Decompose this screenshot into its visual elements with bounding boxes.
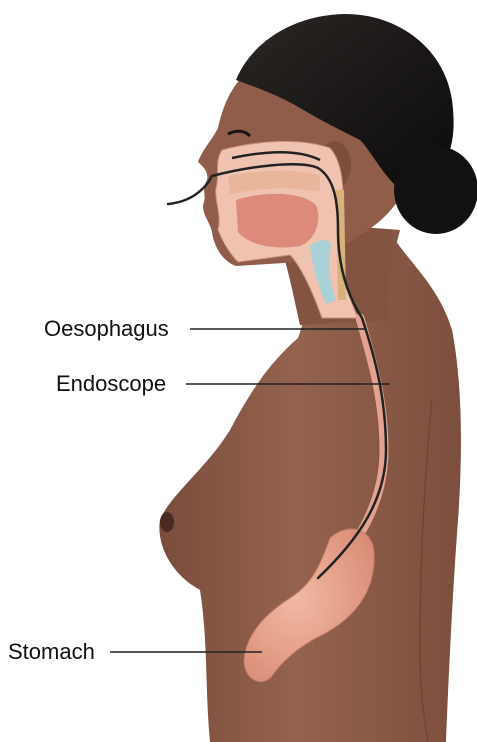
oesophagus-label: Oesophagus	[44, 318, 169, 340]
endoscope-label: Endoscope	[56, 373, 166, 395]
tongue	[236, 194, 318, 248]
hair-bun	[394, 146, 477, 234]
nipple	[160, 512, 174, 532]
stomach-label: Stomach	[8, 641, 95, 663]
